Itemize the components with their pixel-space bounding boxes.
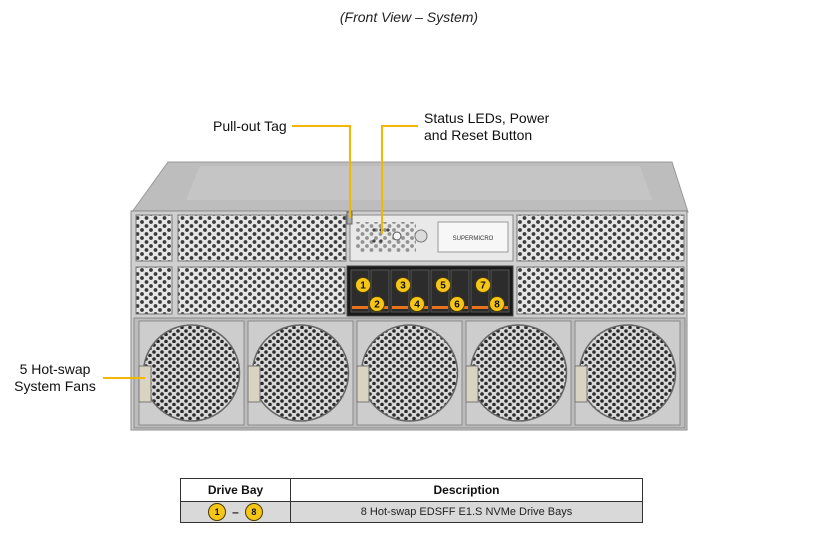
vent-middle-right bbox=[516, 266, 685, 315]
bay-badge-start: 1 bbox=[208, 503, 227, 521]
callout-fans: 5 Hot-swap System Fans bbox=[10, 361, 100, 395]
drive-bay-label: 3 bbox=[400, 281, 406, 292]
vent-upper-right bbox=[516, 214, 685, 262]
drive-bay-release-tab[interactable] bbox=[352, 306, 368, 309]
drive-bay-label: 1 bbox=[360, 281, 366, 292]
callout-status-leds-line2: and Reset Button bbox=[424, 127, 533, 143]
header-description: Description bbox=[290, 478, 643, 502]
fan-handle[interactable] bbox=[138, 365, 152, 403]
callout-pull-out-tag: Pull-out Tag bbox=[213, 118, 287, 134]
vent-upper-left bbox=[177, 214, 347, 262]
fan-handle[interactable] bbox=[247, 365, 261, 403]
led-3 bbox=[386, 228, 390, 232]
drive-bay-release-tab[interactable] bbox=[392, 306, 408, 309]
brand-logo: SUPERMICRO bbox=[453, 236, 494, 242]
fan-grille bbox=[142, 324, 241, 422]
fan-grille bbox=[360, 324, 459, 422]
header-drive-bay: Drive Bay bbox=[180, 478, 291, 502]
table-row: 1–8 8 Hot-swap EDSFF E1.S NVMe Drive Bay… bbox=[180, 501, 643, 523]
callout-line-status-leds bbox=[381, 125, 418, 234]
fan-grille bbox=[578, 324, 677, 422]
drive-bay-label: 4 bbox=[414, 300, 420, 311]
drive-bay-badge bbox=[489, 296, 505, 312]
callout-status-leds: Status LEDs, Power and Reset Button bbox=[424, 110, 549, 144]
vent-middle-far-left bbox=[135, 266, 173, 315]
table-header-row: Drive Bay Description bbox=[180, 478, 643, 502]
callout-fans-line1: 5 Hot-swap bbox=[19, 361, 91, 377]
drive-bay-label: 6 bbox=[454, 300, 460, 311]
fans-group bbox=[138, 320, 681, 426]
callout-status-leds-line1: Status LEDs, Power bbox=[424, 110, 550, 126]
drive-bay-label: 8 bbox=[494, 300, 500, 311]
reset-button bbox=[414, 229, 428, 243]
vent-upper-far-left bbox=[135, 214, 173, 262]
drive-bay-release-tab[interactable] bbox=[432, 306, 448, 309]
bay-range-separator: – bbox=[232, 505, 239, 519]
figure-caption: (Front View – System) bbox=[339, 9, 479, 25]
drive-bay-table: Drive Bay Description 1–8 8 Hot-swap EDS… bbox=[180, 478, 643, 523]
fan-handle[interactable] bbox=[356, 365, 370, 403]
drive-bay-label: 5 bbox=[440, 281, 446, 292]
drive-bay-release-tab[interactable] bbox=[472, 306, 488, 309]
fan-handle[interactable] bbox=[465, 365, 479, 403]
drive-bays-group: 12 34 56 78 bbox=[350, 269, 510, 313]
fan-handle[interactable] bbox=[574, 365, 588, 403]
vent-middle-left bbox=[177, 266, 346, 315]
drive-bay-label: 7 bbox=[480, 281, 486, 292]
callout-fans-line2: System Fans bbox=[14, 378, 96, 394]
led-5 bbox=[379, 239, 383, 243]
drive-bay-badge bbox=[409, 296, 425, 312]
drive-bay-badge bbox=[449, 296, 465, 312]
drive-bay-badge bbox=[369, 296, 385, 312]
led-4 bbox=[372, 239, 376, 243]
cell-drive-bay: 1–8 bbox=[180, 501, 291, 523]
drive-bay-label: 2 bbox=[374, 300, 380, 311]
led-1 bbox=[372, 228, 376, 232]
callout-line-pull-out-tag bbox=[292, 125, 351, 218]
bay-badge-end: 8 bbox=[244, 503, 263, 521]
callout-lines bbox=[103, 125, 418, 379]
cell-description: 8 Hot-swap EDSFF E1.S NVMe Drive Bays bbox=[290, 501, 643, 523]
power-button bbox=[392, 231, 402, 241]
fan-grille bbox=[251, 324, 350, 422]
fan-grille bbox=[469, 324, 568, 422]
